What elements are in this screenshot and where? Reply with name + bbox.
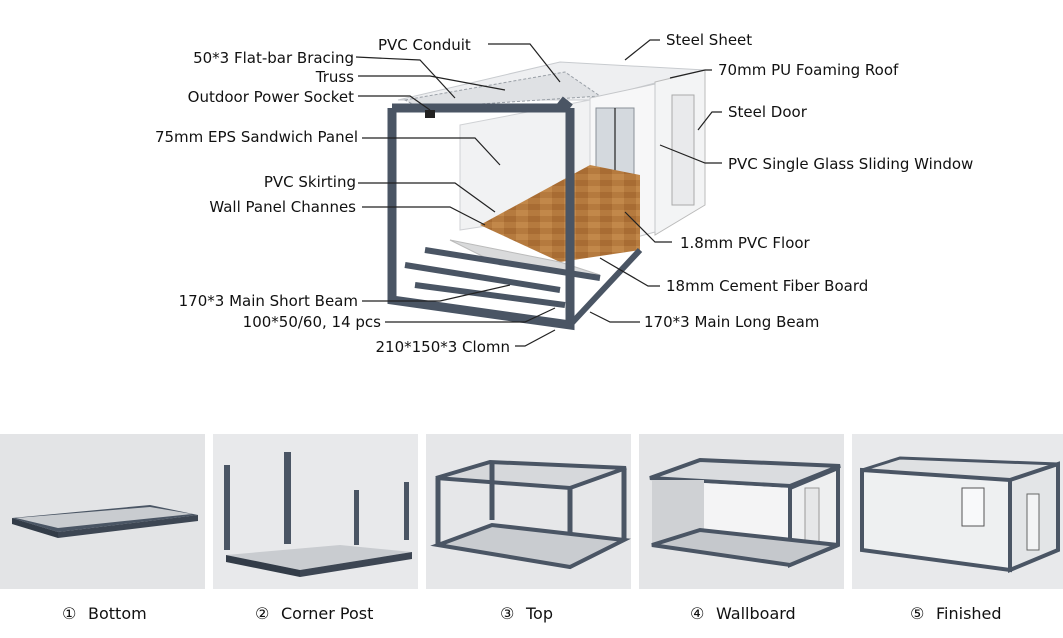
label-wall-channels: Wall Panel Channes [209, 198, 356, 216]
label-flatbar-bracing: 50*3 Flat-bar Bracing [193, 49, 354, 67]
step-3-label: Top [525, 604, 553, 623]
wood-floor [480, 165, 640, 262]
outdoor-socket [425, 110, 435, 118]
label-pvc-conduit: PVC Conduit [378, 36, 471, 54]
step-panels [0, 434, 1063, 589]
label-pu-roof: 70mm PU Foaming Roof [718, 61, 899, 79]
step-captions: ① Bottom ② Corner Post ③ Top ④ Wallboard… [62, 604, 1002, 623]
label-eps-panel: 75mm EPS Sandwich Panel [155, 128, 358, 146]
step-2-label: Corner Post [281, 604, 373, 623]
step-4-label: Wallboard [716, 604, 796, 623]
label-sliding-window: PVC Single Glass Sliding Window [728, 155, 973, 173]
step-4-image [639, 434, 844, 589]
step-3-num: ③ [500, 604, 514, 623]
label-outdoor-socket: Outdoor Power Socket [188, 88, 354, 106]
part-labels: 50*3 Flat-bar Bracing PVC Conduit Steel … [155, 31, 973, 356]
label-pvc-floor: 1.8mm PVC Floor [680, 234, 811, 252]
steel-frame [387, 96, 575, 331]
label-cement-board: 18mm Cement Fiber Board [666, 277, 868, 295]
step-5-image [852, 434, 1063, 589]
label-pvc-skirting: PVC Skirting [264, 173, 356, 191]
step-5-num: ⑤ [910, 604, 924, 623]
container-illustration [387, 61, 706, 331]
step-1-image [0, 434, 205, 589]
label-truss: Truss [315, 68, 354, 86]
step-2-num: ② [255, 604, 269, 623]
label-steel-sheet: Steel Sheet [666, 31, 752, 49]
label-steel-door: Steel Door [728, 103, 808, 121]
bottom-beams [404, 247, 643, 328]
label-long-beam: 170*3 Main Long Beam [644, 313, 819, 331]
step-2-image [213, 434, 418, 589]
step-3-image [426, 434, 631, 589]
step-5-label: Finished [936, 604, 1002, 623]
leader-lines [355, 39, 722, 347]
steel-door [671, 94, 695, 206]
step-4-num: ④ [690, 604, 704, 623]
label-purlins: 100*50/60, 14 pcs [243, 313, 382, 331]
step-1-label: Bottom [88, 604, 147, 623]
label-short-beam: 170*3 Main Short Beam [179, 292, 358, 310]
label-column: 210*150*3 Clomn [375, 338, 510, 356]
step-1-num: ① [62, 604, 76, 623]
